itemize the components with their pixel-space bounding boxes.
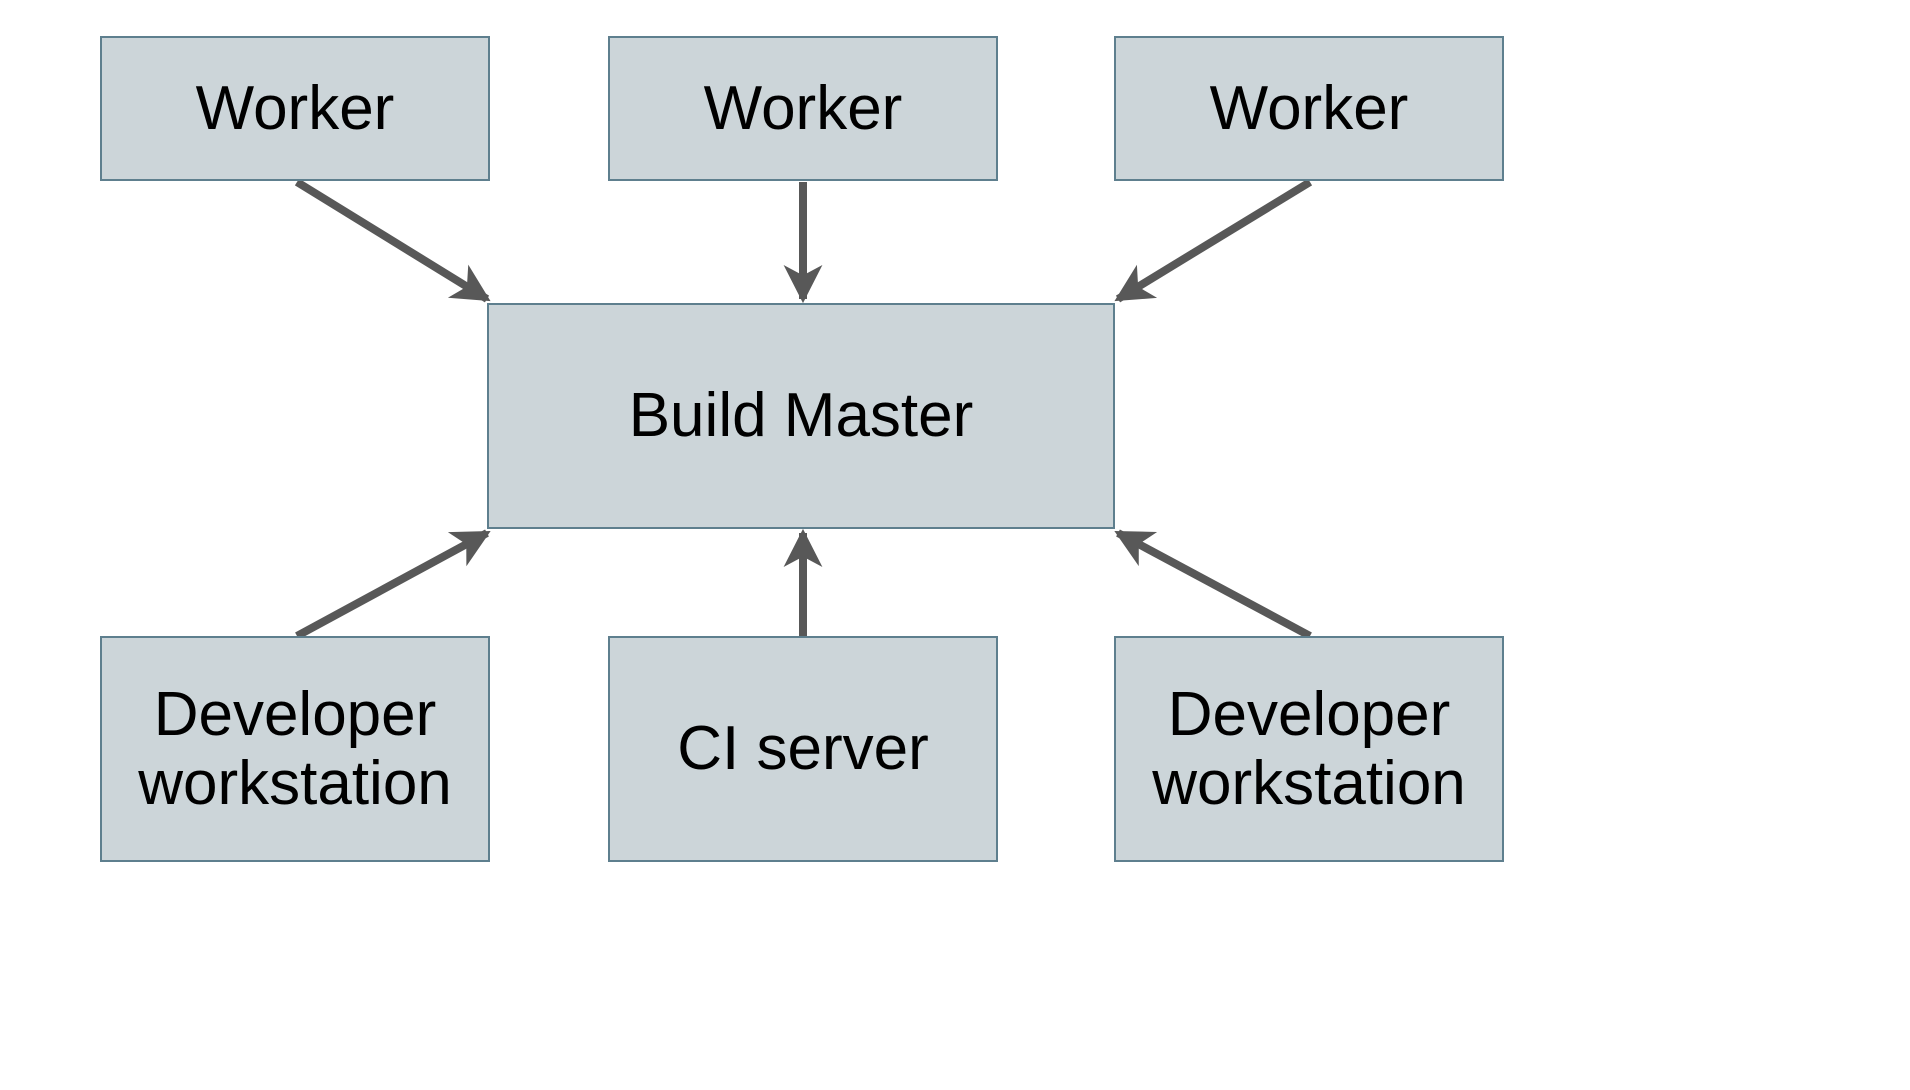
node-worker-1[interactable]: Worker xyxy=(100,36,490,181)
node-worker-2[interactable]: Worker xyxy=(608,36,998,181)
edge-dev-workstation-1-to-build-master xyxy=(295,529,491,640)
edge-worker3-to-build-master xyxy=(1114,178,1313,303)
node-worker-3-label: Worker xyxy=(1209,73,1409,143)
node-developer-workstation-1-label: Developer workstation xyxy=(138,679,452,818)
node-worker-2-label: Worker xyxy=(703,73,903,143)
edge-dev-workstation-2-to-build-master xyxy=(1114,529,1312,640)
node-ci-server[interactable]: CI server xyxy=(608,636,998,862)
node-build-master-label: Build Master xyxy=(628,381,974,451)
edge-worker1-to-build-master xyxy=(294,178,491,303)
node-build-master[interactable]: Build Master xyxy=(487,303,1115,529)
node-developer-workstation-1[interactable]: Developer workstation xyxy=(100,636,490,862)
node-worker-3[interactable]: Worker xyxy=(1114,36,1504,181)
node-ci-server-label: CI server xyxy=(677,714,929,784)
node-developer-workstation-2-label: Developer workstation xyxy=(1152,679,1466,818)
node-worker-1-label: Worker xyxy=(195,73,395,143)
node-developer-workstation-2[interactable]: Developer workstation xyxy=(1114,636,1504,862)
